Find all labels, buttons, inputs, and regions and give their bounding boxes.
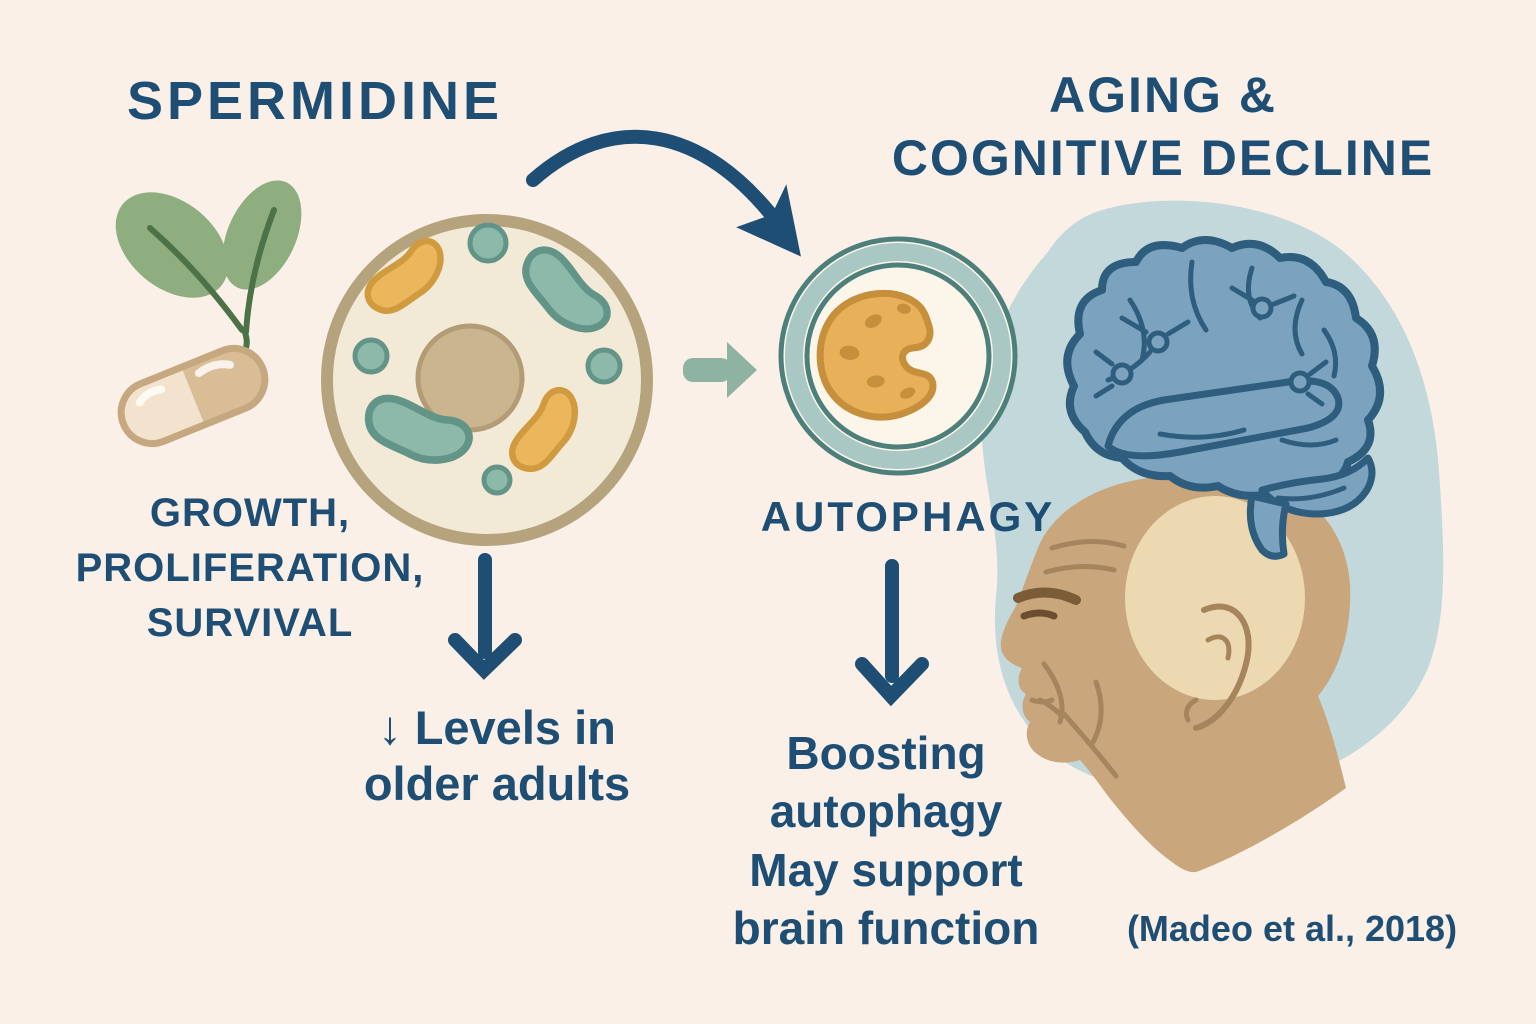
down-arrow-icon [448,553,522,680]
levels-line2: older adults [363,757,631,811]
brain-icon [1063,236,1384,560]
title-spermidine: SPERMIDINE [126,71,504,131]
cookie-blob [816,289,937,421]
down-arrow-icon [855,559,929,707]
cell-icon [321,214,653,546]
boosting-line2: autophagy [769,785,1003,838]
autophagy-vesicle-icon [778,236,1018,476]
right-arrow-icon [683,342,757,398]
cookie-spots [839,303,916,399]
boosting-line1: Boosting [786,727,986,779]
eyebrow [1013,587,1081,605]
eye [1020,609,1058,620]
brain-stem [1246,492,1290,560]
title-aging-line1: AGING & [1049,67,1277,123]
levels-in-older-adults-label: ↓ Levels in older adults [364,700,630,813]
citation-label: (Madeo et al., 2018) [1126,908,1458,949]
boosting-line4: brain function [732,902,1040,955]
cell-caption-growth-proliferation-survival: GROWTH, PROLIFERATION, SURVIVAL [76,486,425,652]
leaf-icon [115,180,302,357]
ear [1183,603,1252,731]
title-aging-cognitive-decline: AGING & COGNITIVE DECLINE [892,64,1434,190]
neuron-nodes [1093,285,1329,407]
cell-caption-line3: SURVIVAL [146,601,354,646]
curved-arrow-icon [526,129,801,257]
autophagy-label: AUTOPHAGY [760,493,1056,540]
face-wrinkles [1029,538,1127,779]
pill-capsule-icon [117,345,269,447]
cell-caption-line2: PROLIFERATION, [75,546,425,591]
levels-line1: ↓ Levels in [378,701,616,754]
small-organelles [352,222,623,496]
boosting-autophagy-label: Boosting autophagy May support brain fun… [733,724,1040,958]
cell-caption-line1: GROWTH, [149,491,351,535]
boosting-line3: May support [749,843,1023,896]
title-aging-line2: COGNITIVE DECLINE [891,130,1435,186]
